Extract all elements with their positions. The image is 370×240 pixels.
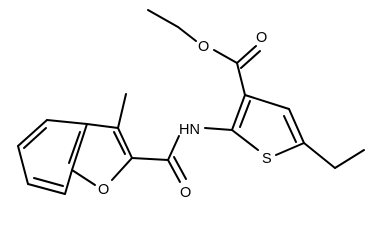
bond-c3-methyl <box>117 93 127 129</box>
atom-label-ester-o-double: O <box>256 30 267 46</box>
bond-fur-o-c7a <box>71 169 96 186</box>
bond-benz-c3a-c7a <box>71 123 88 171</box>
bond-carbonyl-double-2 <box>240 50 261 69</box>
bond-thio-c3-c4 <box>244 94 290 110</box>
bond-carbonyl-double-1 <box>236 45 257 64</box>
atom-labels: O O HN S O O <box>98 30 272 201</box>
bond-fur-c2-c3 <box>117 127 133 159</box>
bond-thio-s-c2 <box>231 129 259 151</box>
atom-label-thiophene-s: S <box>262 151 272 167</box>
bond-benz-c4-c5 <box>17 119 48 147</box>
atom-label-furan-o: O <box>98 182 109 198</box>
bond-thio-c4-c5 <box>288 108 305 144</box>
bond-c2-nh <box>204 127 233 131</box>
structure-canvas: O O HN S O O <box>17 9 365 201</box>
bond-benz-c6-c7-inner <box>33 177 64 187</box>
bonds <box>17 9 365 195</box>
bond-ethyl-ch3-ch2 <box>147 9 179 28</box>
bond-thio-c4-c5-inner <box>283 115 297 143</box>
bond-fur-c2-o <box>111 157 133 181</box>
bond-o-carbonyl-c <box>213 49 238 64</box>
bond-amide-double-2 <box>173 156 187 180</box>
bond-benz-c3a-c7a-inner <box>68 131 81 164</box>
atom-label-ester-o-single: O <box>198 39 209 55</box>
bond-benz-c3a-c4 <box>46 119 88 125</box>
bond-thio-c2-c3-inner <box>239 100 251 128</box>
bond-nh-amide-c <box>167 135 180 161</box>
bond-benz-c6-c7 <box>27 183 66 195</box>
bond-benz-c7-c7a <box>64 169 73 195</box>
bond-amide-double-1 <box>167 159 181 183</box>
bond-ethyl-ch2-o <box>177 26 197 42</box>
bond-carbonyl-to-ring <box>236 62 246 96</box>
atom-label-amide-nh: HN <box>179 122 200 138</box>
bond-benz-c5-c6 <box>17 145 29 185</box>
bond-ch2-ch3 <box>334 149 365 169</box>
bond-benz-c4-c5-inner <box>23 127 47 149</box>
bond-thio-c2-c3 <box>231 94 246 131</box>
atom-label-amide-o: O <box>180 185 191 201</box>
bond-amide-c-furan <box>131 157 169 161</box>
bond-fur-c3-c3a <box>86 123 119 129</box>
bond-c5-ch2 <box>303 142 336 169</box>
bond-fur-c2-c3-inner <box>113 131 126 155</box>
bond-thio-c5-s <box>275 142 305 156</box>
